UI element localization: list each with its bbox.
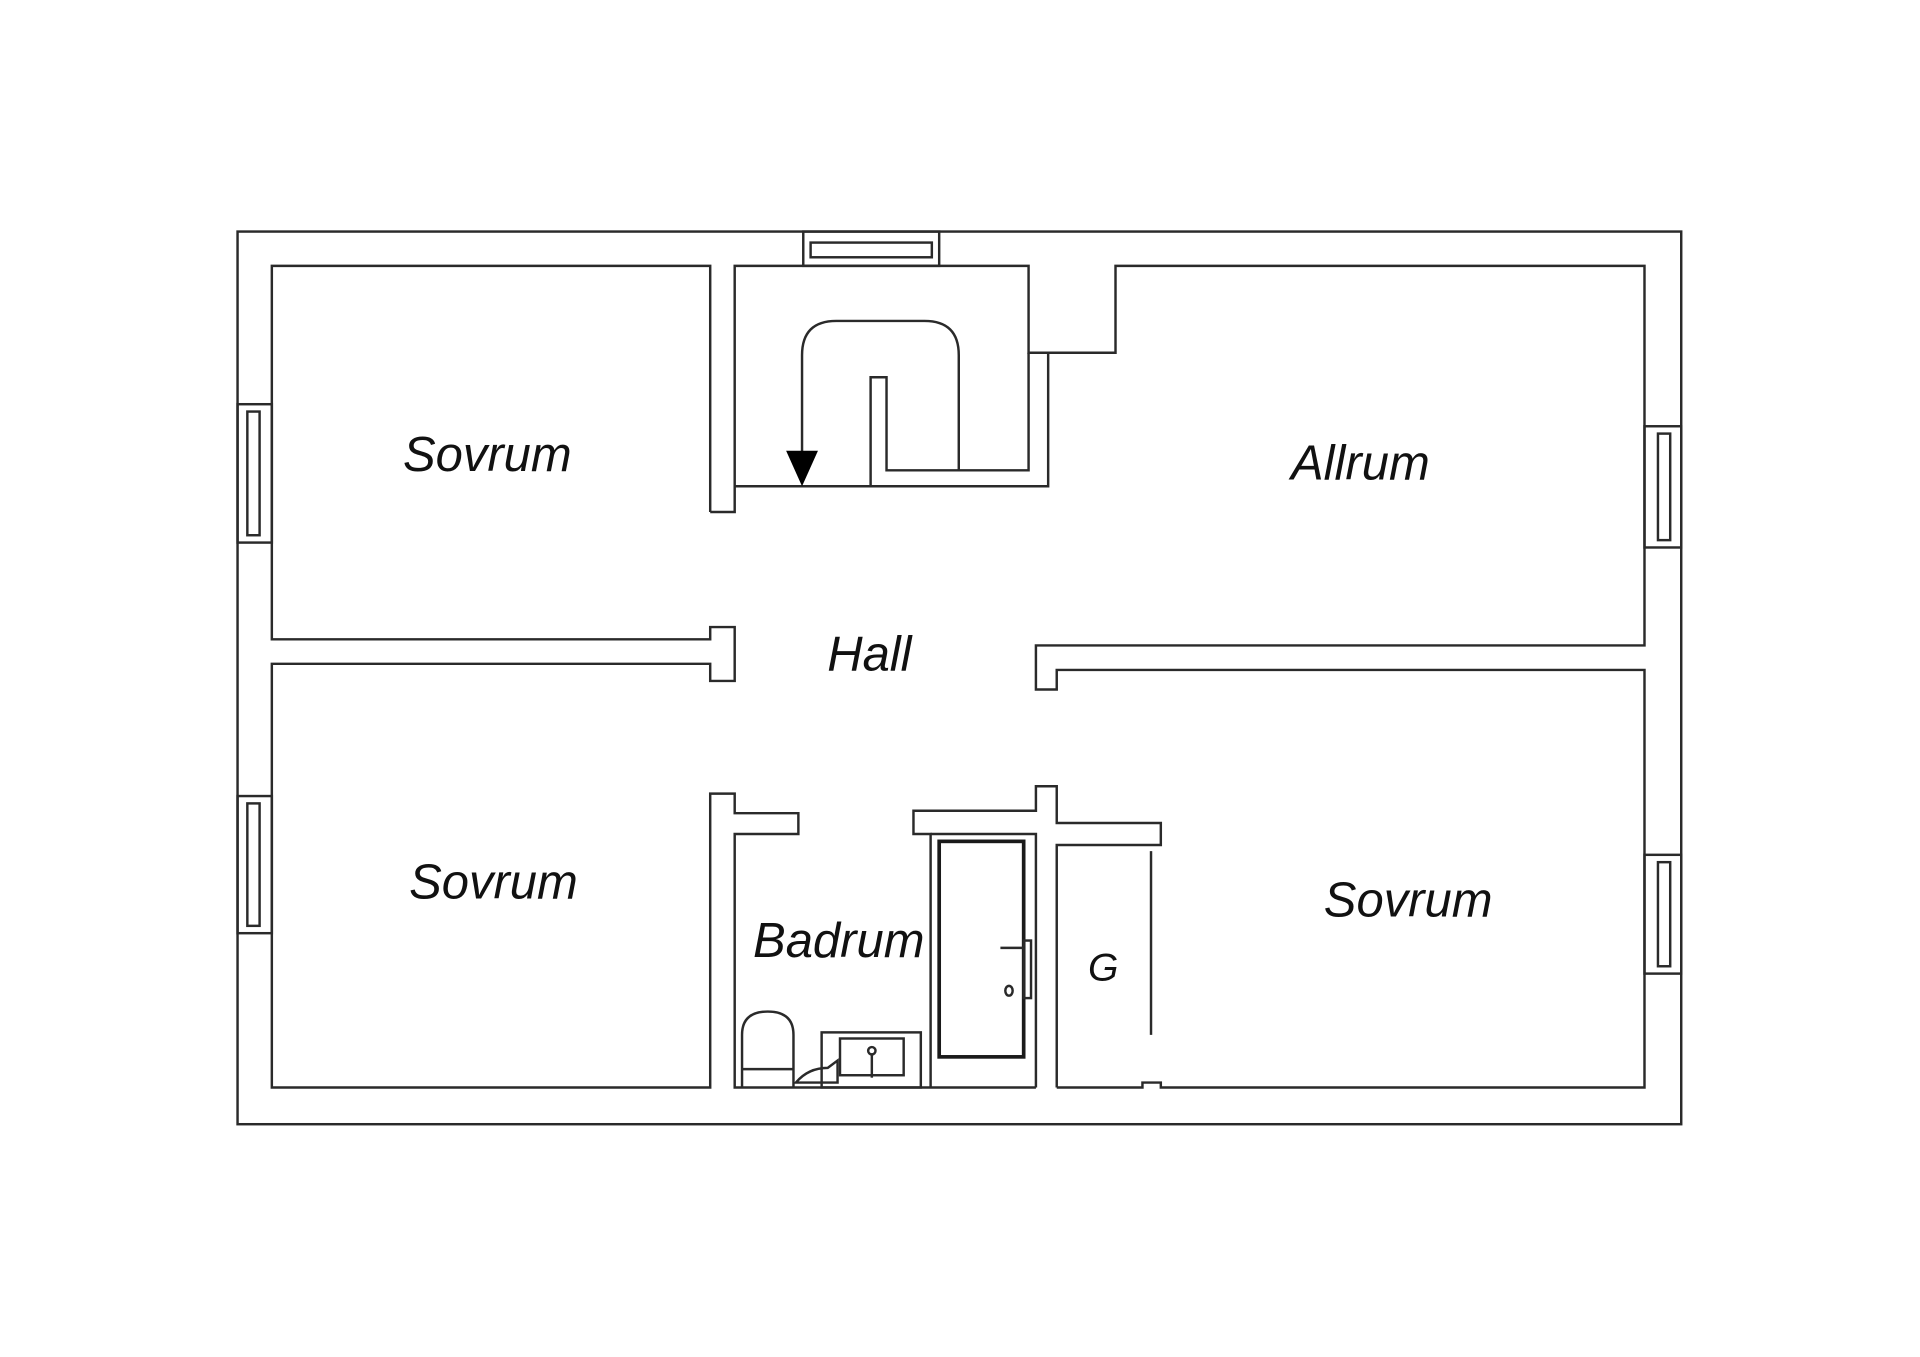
- window-left-upper: [236, 402, 274, 544]
- window-top: [802, 230, 941, 268]
- room-label-bedroom-bottom-right: Sovrum: [1324, 874, 1493, 928]
- room-label-family-room: Allrum: [1288, 437, 1430, 491]
- room-label-bedroom-top-left: Sovrum: [403, 428, 572, 482]
- room-label-hall: Hall: [827, 628, 912, 682]
- sink-icon: [793, 1031, 923, 1089]
- entrance-door: [937, 839, 1033, 1059]
- window-right-upper: [1643, 425, 1683, 549]
- window-right-lower: [1643, 853, 1683, 975]
- interior-walls: [270, 264, 1646, 1089]
- stair-arrow-icon: [786, 450, 818, 487]
- staircase: [786, 319, 960, 487]
- room-label-closet: G: [1088, 946, 1118, 989]
- window-left-lower: [236, 794, 274, 935]
- toilet-icon: [740, 1010, 795, 1088]
- outer-wall: [236, 230, 1683, 1126]
- windows: [236, 230, 1683, 975]
- room-label-bathroom: Badrum: [753, 914, 924, 968]
- room-label-bedroom-bottom-left: Sovrum: [409, 855, 578, 909]
- bathroom-fixtures: [740, 1010, 923, 1089]
